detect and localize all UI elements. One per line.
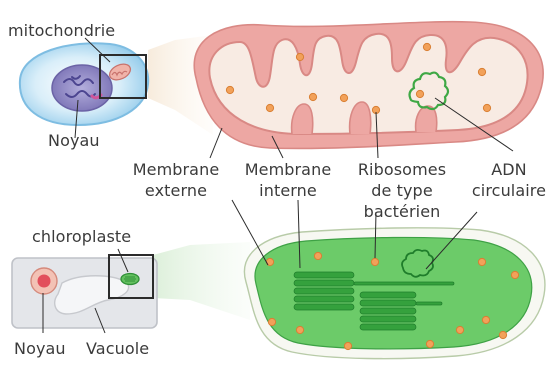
mitochondrion-detail bbox=[194, 22, 543, 149]
label-ribosomes-line2: de type bbox=[352, 181, 452, 201]
label-membrane-interne-line2: interne bbox=[238, 181, 338, 201]
zoom-wedge-bottom bbox=[153, 242, 250, 320]
plant-cell bbox=[12, 255, 157, 328]
chloroplast-detail bbox=[244, 228, 544, 359]
label-chloroplaste: chloroplaste bbox=[32, 227, 131, 247]
nucleus-top bbox=[52, 65, 112, 111]
label-adn-line2: circulaire bbox=[462, 181, 556, 201]
label-ribosomes-line1: Ribosomes bbox=[352, 160, 452, 180]
label-ribosomes-line3: bactérien bbox=[352, 202, 452, 222]
nucleus-bottom bbox=[31, 268, 57, 294]
label-membrane-externe-line2: externe bbox=[126, 181, 226, 201]
label-noyau-top: Noyau bbox=[48, 131, 100, 151]
label-membrane-interne-line1: Membrane bbox=[238, 160, 338, 180]
label-adn-line1: ADN bbox=[462, 160, 556, 180]
label-noyau-bottom: Noyau bbox=[14, 339, 66, 359]
small-chloroplast bbox=[121, 274, 139, 285]
label-vacuole: Vacuole bbox=[86, 339, 149, 359]
label-mitochondrie: mitochondrie bbox=[8, 21, 115, 41]
label-membrane-externe-line1: Membrane bbox=[126, 160, 226, 180]
animal-cell bbox=[20, 43, 148, 125]
